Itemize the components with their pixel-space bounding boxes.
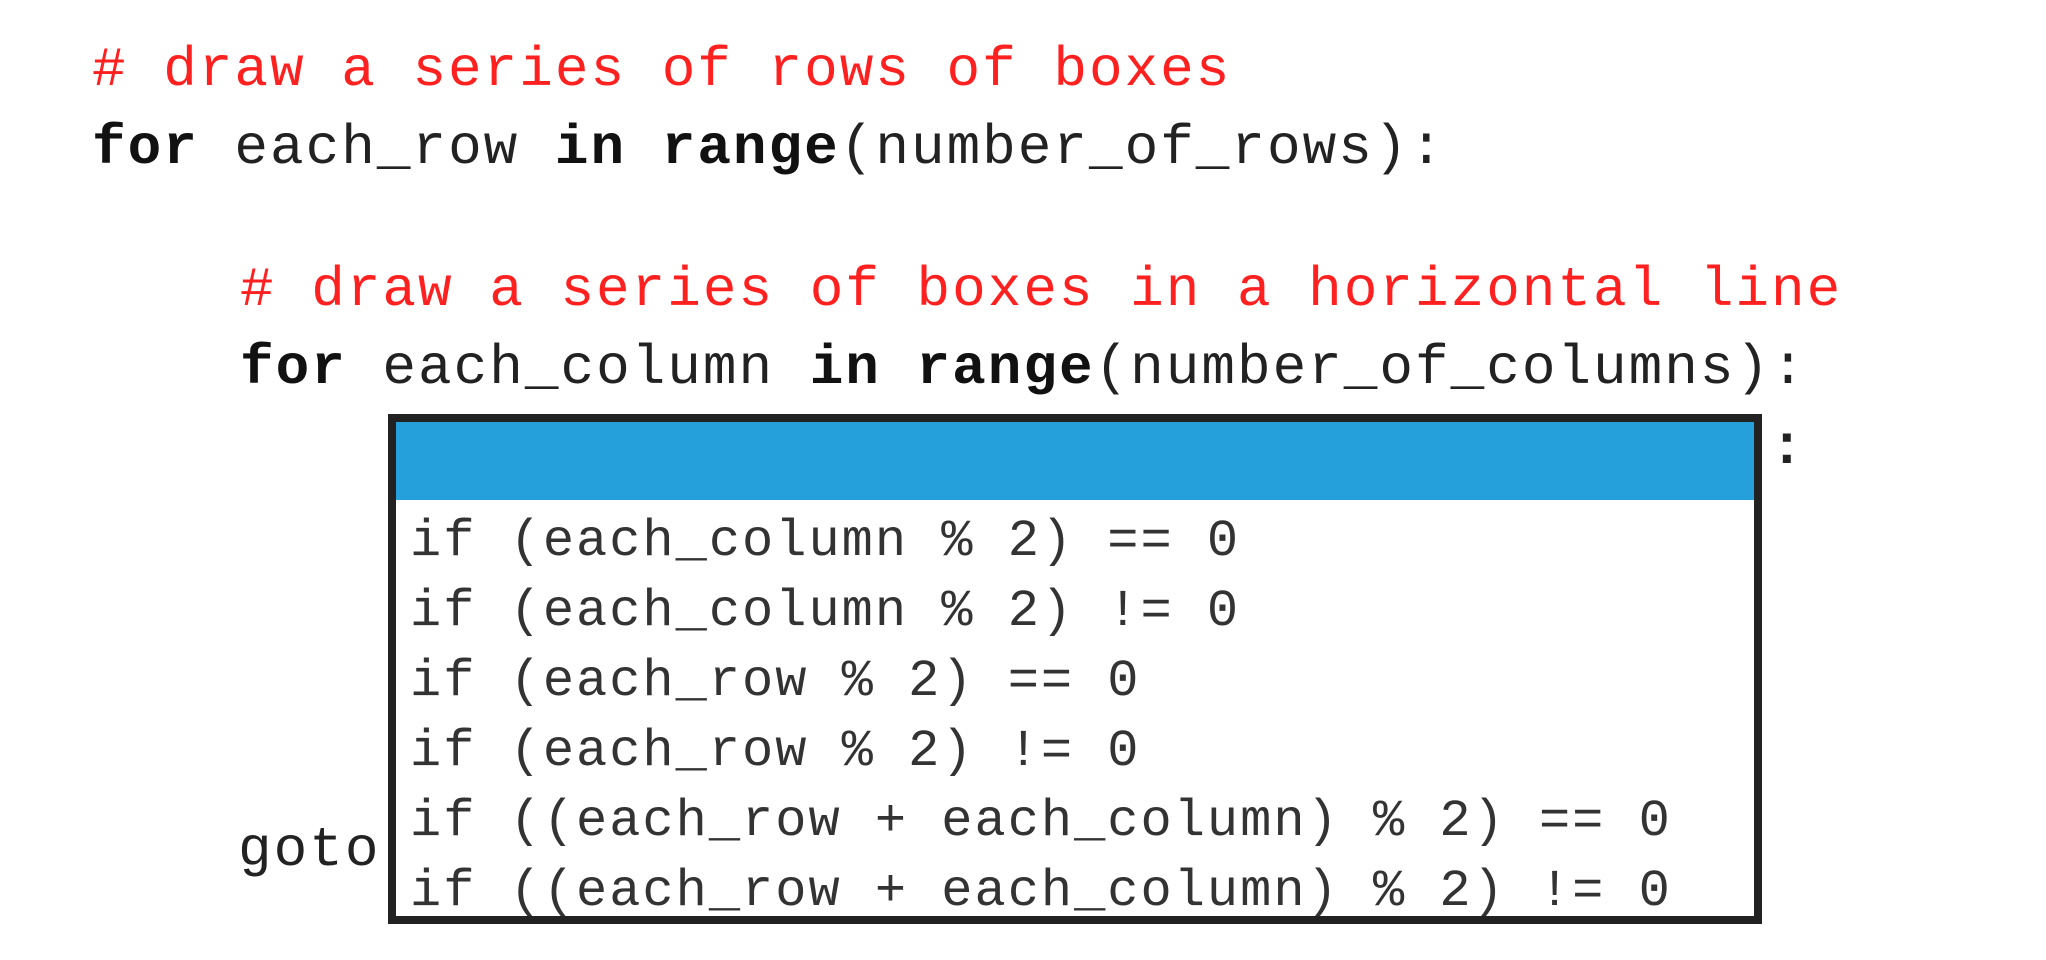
variable-each-column: each_column: [346, 336, 810, 400]
dropdown-selected-item[interactable]: [396, 422, 1754, 500]
dropdown-option-column-even[interactable]: if (each_column % 2) == 0: [410, 512, 1241, 571]
space: [881, 336, 917, 400]
space: [626, 116, 662, 180]
range-args-columns: (number_of_columns):: [1094, 336, 1807, 400]
dropdown-option-sum-odd[interactable]: if ((each_row + each_column) % 2) != 0: [410, 862, 1672, 921]
keyword-for: for: [240, 336, 347, 400]
comment-columns: # draw a series of boxes in a horizontal…: [240, 258, 1843, 322]
keyword-in: in: [809, 336, 881, 400]
keyword-in: in: [554, 116, 627, 180]
condition-dropdown[interactable]: if (each_column % 2) == 0 if (each_colum…: [388, 414, 1762, 924]
variable-each-row: each_row: [198, 116, 555, 180]
range-args-rows: (number_of_rows):: [839, 116, 1446, 180]
goto-partial: goto: [238, 818, 381, 882]
dropdown-option-row-even[interactable]: if (each_row % 2) == 0: [410, 652, 1141, 711]
keyword-range: range: [916, 336, 1095, 400]
keyword-for: for: [92, 116, 199, 180]
trailing-colon: :: [1770, 416, 1804, 480]
dropdown-option-sum-even[interactable]: if ((each_row + each_column) % 2) == 0: [410, 792, 1672, 851]
keyword-range: range: [661, 116, 840, 180]
for-rows-line: for each_row in range(number_of_rows):: [92, 116, 1445, 180]
for-columns-line: for each_column in range(number_of_colum…: [240, 336, 1807, 400]
dropdown-option-column-odd[interactable]: if (each_column % 2) != 0: [410, 582, 1241, 641]
comment-rows: # draw a series of rows of boxes: [92, 38, 1232, 102]
dropdown-option-row-odd[interactable]: if (each_row % 2) != 0: [410, 722, 1141, 781]
